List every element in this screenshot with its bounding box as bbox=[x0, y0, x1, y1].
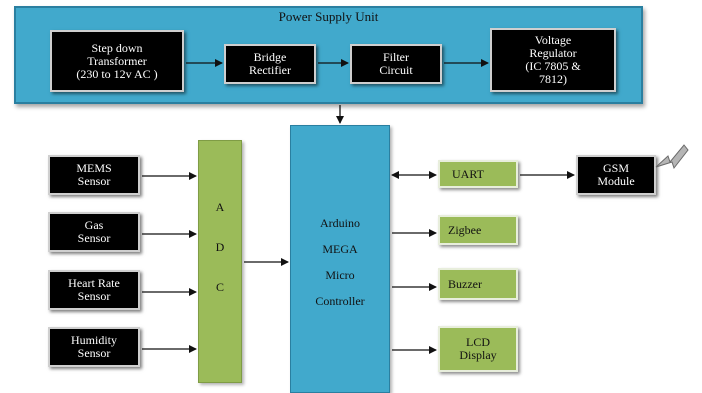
gas-line-2: Sensor bbox=[77, 231, 111, 245]
transformer-line-3: (230 to 12v AC ) bbox=[76, 66, 158, 81]
mems-sensor-block: MEMS Sensor bbox=[48, 155, 140, 195]
gsm-line-2: Module bbox=[597, 174, 635, 188]
filter-line-2: Circuit bbox=[379, 63, 413, 77]
zigbee-block: Zigbee bbox=[438, 215, 518, 245]
heart-rate-line-1: Heart Rate bbox=[68, 276, 120, 290]
humidity-sensor-block: Humidity Sensor bbox=[48, 327, 140, 367]
arduino-mega-controller-block bbox=[290, 125, 390, 393]
heart-rate-sensor-block: Heart Rate Sensor bbox=[48, 270, 140, 310]
transformer-line-1: Step down bbox=[91, 40, 143, 55]
bridge-rectifier-block: Bridge Rectifier bbox=[224, 44, 316, 84]
zigbee-label: Zigbee bbox=[448, 222, 482, 237]
humidity-line-2: Sensor bbox=[77, 346, 111, 360]
voltage-regulator-block: Voltage Regulator (IC 7805 & 7812) bbox=[490, 28, 616, 92]
regulator-line-2: Regulator bbox=[529, 46, 577, 60]
gas-sensor-block: Gas Sensor bbox=[48, 212, 140, 252]
controller-line-1: Arduino bbox=[320, 216, 360, 230]
controller-line-2: MEGA bbox=[322, 242, 358, 256]
gas-line-1: Gas bbox=[84, 218, 104, 232]
regulator-line-4: 7812) bbox=[539, 72, 567, 86]
filter-line-1: Filter bbox=[382, 50, 409, 64]
buzzer-label: Buzzer bbox=[448, 276, 482, 291]
adc-letter-d: D bbox=[215, 240, 225, 254]
mems-line-1: MEMS bbox=[76, 161, 112, 175]
lcd-line-1: LCD bbox=[466, 335, 490, 349]
adc-letter-c: C bbox=[215, 280, 224, 294]
rectifier-line-1: Bridge bbox=[253, 50, 287, 64]
controller-line-3: Micro bbox=[325, 268, 355, 282]
regulator-line-3: (IC 7805 & bbox=[525, 59, 581, 73]
filter-circuit-block: Filter Circuit bbox=[350, 44, 442, 84]
signal-lightning-icon bbox=[655, 144, 689, 170]
transformer-block: Step down Transformer (230 to 12v AC ) bbox=[50, 30, 184, 92]
controller-label: Arduino MEGA Micro Controller bbox=[290, 210, 390, 314]
adc-letter-a: A bbox=[215, 200, 225, 214]
transformer-line-2: Transformer bbox=[87, 53, 147, 68]
uart-label: UART bbox=[452, 166, 484, 181]
regulator-line-1: Voltage bbox=[534, 33, 572, 47]
gsm-module-block: GSM Module bbox=[576, 155, 656, 195]
humidity-line-1: Humidity bbox=[70, 333, 117, 347]
uart-block: UART bbox=[438, 160, 518, 188]
adc-block bbox=[198, 140, 242, 383]
buzzer-block: Buzzer bbox=[438, 268, 518, 300]
rectifier-line-2: Rectifier bbox=[249, 63, 291, 77]
power-supply-title: Power Supply Unit bbox=[278, 9, 379, 24]
lcd-line-2: Display bbox=[459, 348, 497, 362]
heart-rate-line-2: Sensor bbox=[77, 289, 111, 303]
gsm-line-1: GSM bbox=[602, 161, 629, 175]
mems-line-2: Sensor bbox=[77, 174, 111, 188]
lcd-display-block: LCD Display bbox=[438, 326, 518, 372]
controller-line-4: Controller bbox=[315, 294, 365, 308]
